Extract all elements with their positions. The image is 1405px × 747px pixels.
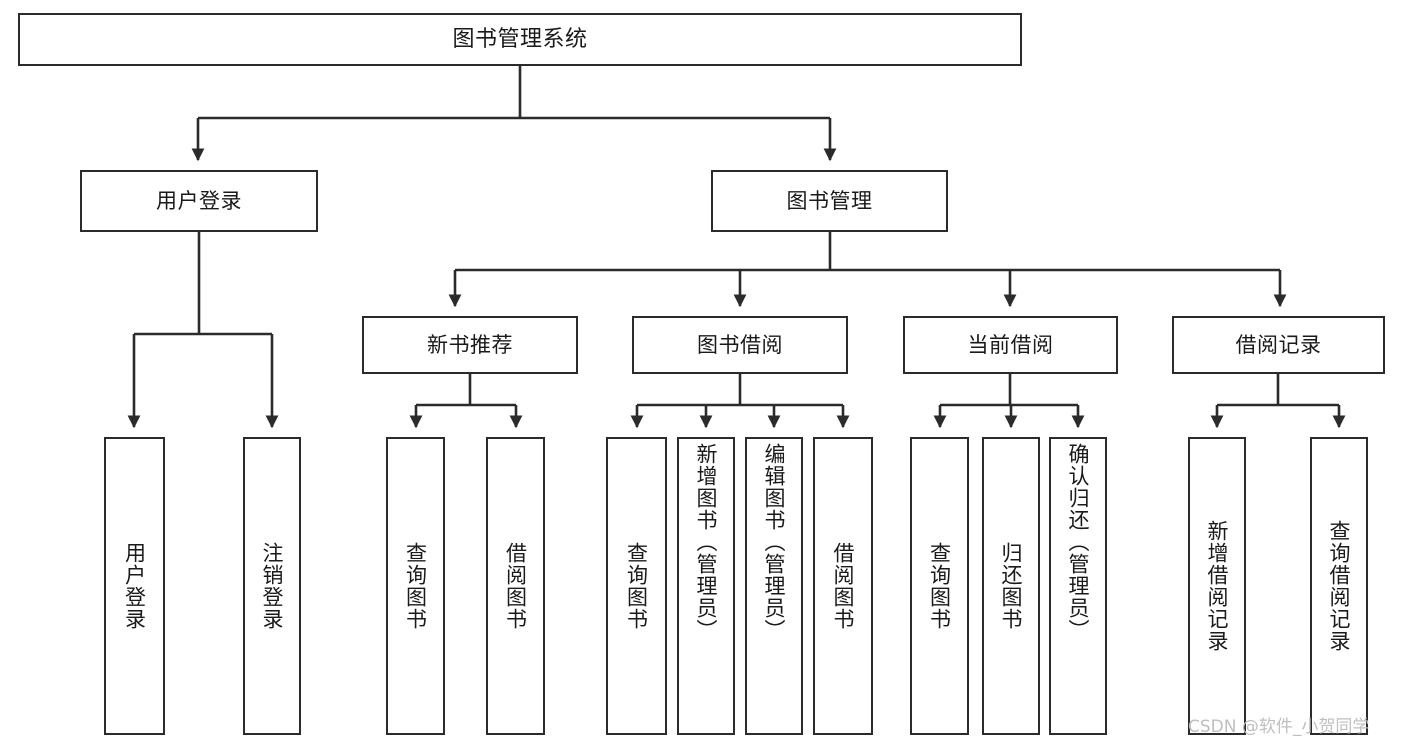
node-leaf-borrow-book-1[interactable]: 借阅图书 xyxy=(486,437,545,735)
node-leaf-edit-book-label: 编辑图书（管理员） xyxy=(762,443,787,641)
node-leaf-confirm-return[interactable]: 确认归还（管理员） xyxy=(1049,437,1107,735)
node-leaf-query-book-3[interactable]: 查询图书 xyxy=(910,437,969,735)
node-leaf-logout-label: 注销登录 xyxy=(260,542,285,630)
node-leaf-edit-book[interactable]: 编辑图书（管理员） xyxy=(745,437,803,735)
node-leaf-borrow-book-2-label: 借阅图书 xyxy=(831,542,856,630)
node-user-login-label: 用户登录 xyxy=(156,188,242,213)
node-leaf-user-login-label: 用户登录 xyxy=(122,542,147,630)
node-new-book-recommend-label: 新书推荐 xyxy=(427,332,513,357)
node-leaf-add-borrow-record[interactable]: 新增借阅记录 xyxy=(1188,437,1246,735)
node-book-manage-label: 图书管理 xyxy=(786,188,873,213)
node-leaf-borrow-book-2[interactable]: 借阅图书 xyxy=(813,437,873,735)
node-borrow-record-label: 借阅记录 xyxy=(1235,332,1322,357)
node-book-borrow[interactable]: 图书借阅 xyxy=(632,316,848,374)
node-leaf-query-borrow-record-label: 查询借阅记录 xyxy=(1327,520,1352,652)
node-leaf-borrow-book-1-label: 借阅图书 xyxy=(503,542,528,630)
node-leaf-query-book-2-label: 查询图书 xyxy=(624,542,649,630)
node-leaf-query-book-1-label: 查询图书 xyxy=(403,542,428,630)
node-leaf-return-book-label: 归还图书 xyxy=(999,542,1024,630)
node-book-borrow-label: 图书借阅 xyxy=(697,332,783,357)
node-leaf-query-book-1[interactable]: 查询图书 xyxy=(386,437,445,735)
node-leaf-query-book-3-label: 查询图书 xyxy=(927,542,952,630)
node-user-login[interactable]: 用户登录 xyxy=(80,170,318,232)
node-leaf-query-book-2[interactable]: 查询图书 xyxy=(606,437,667,735)
node-current-borrow-label: 当前借阅 xyxy=(967,332,1054,357)
node-leaf-add-book-label: 新增图书（管理员） xyxy=(694,443,719,641)
node-book-manage[interactable]: 图书管理 xyxy=(711,170,948,232)
node-root[interactable]: 图书管理系统 xyxy=(18,13,1022,66)
node-leaf-confirm-return-label: 确认归还（管理员） xyxy=(1066,443,1091,641)
node-root-label: 图书管理系统 xyxy=(452,26,588,52)
node-leaf-logout[interactable]: 注销登录 xyxy=(243,437,301,735)
node-leaf-user-login[interactable]: 用户登录 xyxy=(104,437,165,735)
node-new-book-recommend[interactable]: 新书推荐 xyxy=(362,316,578,374)
node-current-borrow[interactable]: 当前借阅 xyxy=(903,316,1118,374)
node-leaf-query-borrow-record[interactable]: 查询借阅记录 xyxy=(1310,437,1368,735)
node-borrow-record[interactable]: 借阅记录 xyxy=(1172,316,1385,374)
watermark-text: CSDN @软件_小贺同学 xyxy=(1188,717,1370,737)
node-leaf-add-book[interactable]: 新增图书（管理员） xyxy=(677,437,735,735)
node-leaf-add-borrow-record-label: 新增借阅记录 xyxy=(1205,520,1230,652)
node-leaf-return-book[interactable]: 归还图书 xyxy=(982,437,1040,735)
